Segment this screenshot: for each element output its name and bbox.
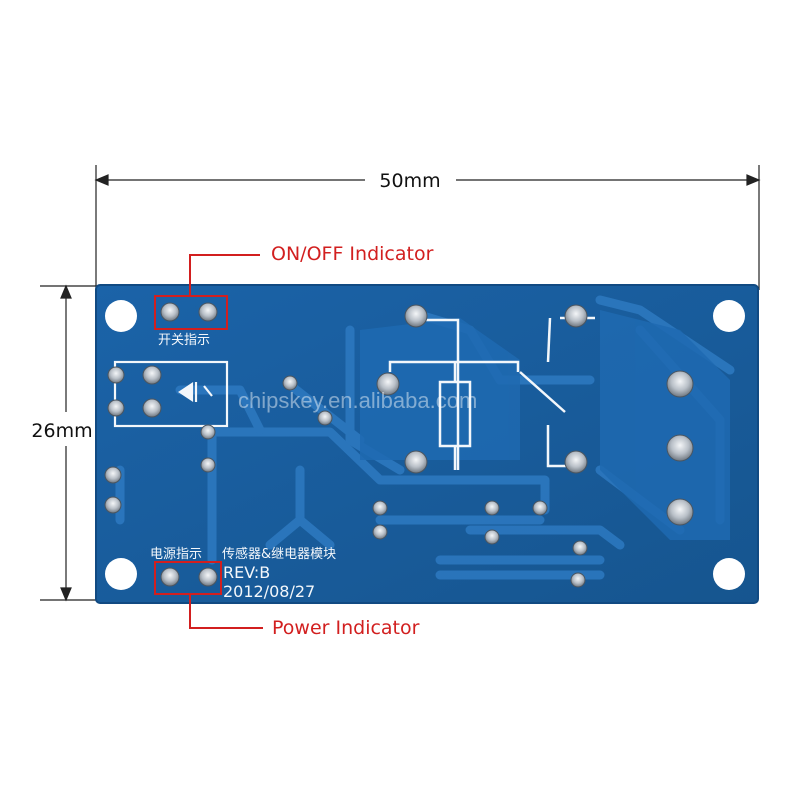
silk-switch-indicator: 开关指示 xyxy=(158,333,210,348)
mounting-holes xyxy=(105,300,745,590)
on-off-indicator-callout xyxy=(154,254,260,330)
height-label: 26mm xyxy=(31,420,92,442)
width-label: 50mm xyxy=(379,170,440,192)
silk-module-name: 传感器&继电器模块 xyxy=(222,546,336,562)
silk-power-indicator: 电源指示 xyxy=(150,547,202,562)
on-off-indicator-label: ON/OFF Indicator xyxy=(271,243,434,265)
solder-pads xyxy=(104,302,694,588)
width-dimension xyxy=(94,165,761,290)
silk-date: 2012/08/27 xyxy=(223,582,315,601)
power-indicator-callout xyxy=(154,561,263,629)
power-indicator-label: Power Indicator xyxy=(272,617,420,639)
watermark: chipskey.en.alibaba.com xyxy=(238,388,477,413)
silk-revision: REV:B xyxy=(223,563,270,582)
height-dimension xyxy=(40,284,100,602)
optocoupler-silkscreen xyxy=(113,360,229,428)
